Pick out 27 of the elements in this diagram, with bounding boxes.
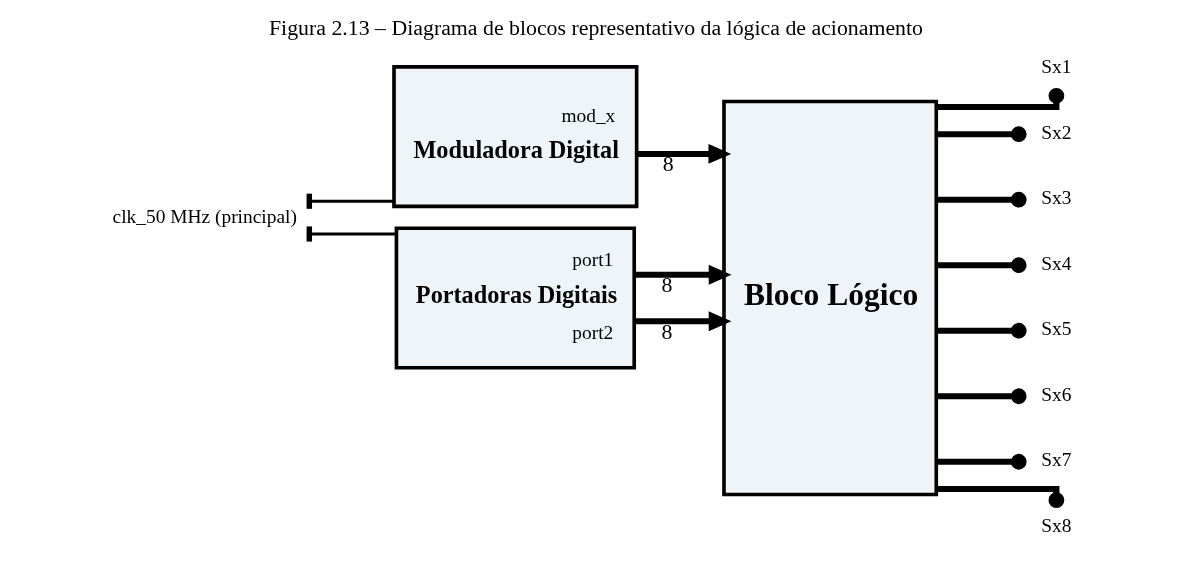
node-text: Sx5 xyxy=(1040,318,1071,340)
node-box: Bloco Lógico xyxy=(721,99,938,497)
node-text: Sx6 xyxy=(1040,383,1071,405)
node-text: Sx7 xyxy=(1040,449,1071,471)
node-text: clk_50 MHz (principal) xyxy=(112,205,297,227)
connector xyxy=(935,453,1027,470)
arrow xyxy=(636,143,731,164)
edge-label: 8 xyxy=(662,152,674,177)
node-text: Sx2 xyxy=(1040,121,1071,143)
connector xyxy=(935,486,1064,509)
connector xyxy=(935,388,1027,405)
diagram-title: Figura 2.13 – Diagrama de blocos representativo da lógica de acionamento xyxy=(268,16,923,41)
node-box: mod_x Moduladora Digital xyxy=(391,65,638,209)
connector xyxy=(935,257,1027,274)
node-text: Sx3 xyxy=(1040,187,1071,209)
arrow xyxy=(633,264,731,285)
connector xyxy=(935,191,1027,208)
connector xyxy=(935,322,1027,339)
edge-label: 8 xyxy=(661,273,672,298)
node-text: Sx4 xyxy=(1040,252,1071,274)
node-text: Sx1 xyxy=(1040,56,1071,78)
connector xyxy=(935,126,1027,143)
connector xyxy=(935,87,1064,110)
node-text: Sx8 xyxy=(1040,514,1071,536)
edge-label: 8 xyxy=(661,319,672,344)
arrow xyxy=(633,311,731,332)
node-box: port1 Portadoras Digitais port2 xyxy=(394,226,636,370)
